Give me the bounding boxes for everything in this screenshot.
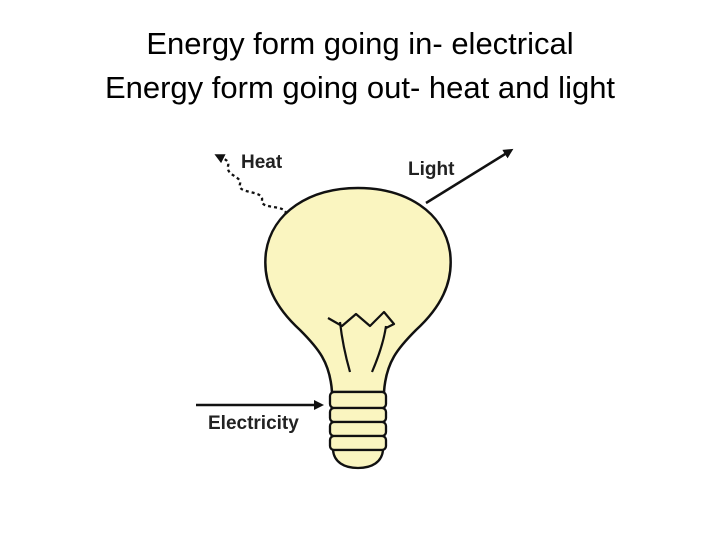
- title-line-output: Energy form going out- heat and light: [104, 70, 616, 105]
- light-label: Light: [408, 159, 455, 180]
- filament: [327, 310, 396, 329]
- filament-support-right: [370, 325, 388, 373]
- filament-support-left: [338, 321, 352, 373]
- heat-label: Heat: [241, 152, 283, 173]
- title-line-input: Energy form going in- electrical: [146, 26, 574, 61]
- bulb-glass: [264, 186, 452, 394]
- slide-title: Energy form going in- electrical Energy …: [0, 22, 720, 110]
- electricity-label: Electricity: [208, 413, 299, 434]
- light-arrow: [425, 148, 514, 205]
- screw-base: [328, 390, 388, 470]
- heat-arrow: [214, 154, 288, 215]
